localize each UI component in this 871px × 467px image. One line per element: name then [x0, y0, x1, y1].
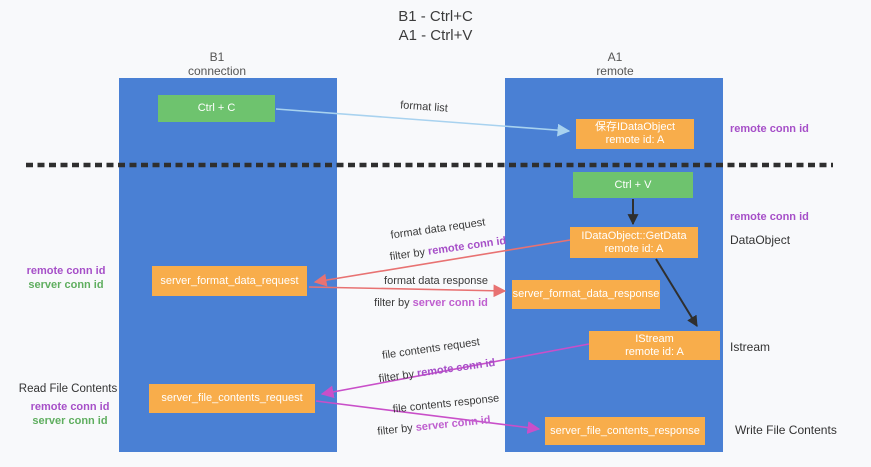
node-ctrl-v-label: Ctrl + V [614, 178, 652, 191]
node-ctrl-v: Ctrl + V [573, 172, 693, 198]
node-sfcres-label: server_file_contents_response [550, 424, 700, 437]
node-sfcreq-label: server_file_contents_request [161, 392, 303, 404]
node-istream: IStream remote id: A [589, 331, 720, 360]
node-idataobject-getdata: IDataObject::GetData remote id: A [570, 227, 698, 258]
filter-by-text: filter by [374, 297, 413, 309]
filter-by-text: filter by [376, 421, 417, 438]
label-dataobject: DataObject [730, 233, 791, 247]
column-b1-role: connection [187, 64, 247, 78]
node-save-line1: 保存IDataObject [594, 121, 676, 133]
label-istream: Istream [730, 340, 771, 354]
label-file-contents-request: file contents request [381, 336, 481, 362]
column-a1-name: A1 [607, 50, 623, 64]
label-format-data-request: format data request [389, 216, 487, 242]
node-server-format-data-response: server_format_data_response [512, 280, 660, 309]
label-remote-conn-id-left-1: remote conn id [26, 265, 106, 277]
node-istream-line1: IStream [635, 332, 674, 345]
node-sfdres-label: server_format_data_response [512, 288, 660, 300]
node-sfdreq-label: server_format_data_request [160, 274, 299, 287]
label-conn-ids-format-left: remote conn id server conn id [14, 264, 118, 292]
label-server-conn-id-left-2: server conn id [32, 415, 108, 427]
column-header-a1: A1 remote [515, 50, 715, 78]
label-filter-by-server-2: filter by server conn id [377, 414, 491, 438]
filter-server-conn-id: server conn id [415, 414, 492, 434]
node-ctrl-c: Ctrl + C [158, 95, 275, 122]
column-header-b1: B1 connection [117, 50, 317, 78]
title-line-2: A1 - Ctrl+V [398, 27, 473, 44]
filter-by-text: filter by [389, 245, 429, 264]
node-getdata-line2: remote id: A [604, 242, 664, 255]
node-istream-line2: remote id: A [625, 345, 684, 358]
node-ctrl-c-label: Ctrl + C [197, 102, 236, 114]
filter-by-text: filter by [378, 367, 418, 386]
label-read-file-contents: Read File Contents [18, 383, 118, 395]
label-filter-by-server-1: filter by server conn id [374, 297, 488, 309]
format-data-response-arrow [308, 284, 507, 298]
title-line-1: B1 - Ctrl+C [398, 8, 473, 25]
node-getdata-line1: IDataObject::GetData [581, 229, 687, 242]
node-save-line2: remote id: A [605, 134, 665, 146]
filter-remote-conn-id: remote conn id [416, 356, 496, 380]
label-remote-conn-id-mid-right: remote conn id [730, 211, 809, 223]
diagram-title: B1 - Ctrl+C A1 - Ctrl+V [0, 7, 871, 45]
label-write-file-contents: Write File Contents [735, 423, 837, 437]
label-file-contents-response: file contents response [392, 392, 500, 416]
node-save-idataobject: 保存IDataObject remote id: A [576, 119, 694, 149]
node-server-file-contents-response: server_file_contents_response [545, 417, 705, 445]
node-server-file-contents-request: server_file_contents_request [149, 384, 315, 413]
label-format-list: format list [399, 99, 449, 115]
column-b1-name: B1 [209, 50, 225, 64]
filter-remote-conn-id: remote conn id [427, 234, 507, 258]
label-server-conn-id-left-1: server conn id [28, 279, 104, 291]
label-conn-ids-file-left: remote conn id server conn id [18, 400, 122, 428]
filter-server-conn-id: server conn id [412, 297, 488, 309]
column-a1-role: remote [596, 64, 634, 78]
label-format-data-response: format data response [384, 275, 488, 287]
label-remote-conn-id-top-right: remote conn id [730, 123, 809, 135]
label-remote-conn-id-left-2: remote conn id [30, 401, 110, 413]
node-server-format-data-request: server_format_data_request [152, 266, 307, 296]
label-filter-by-remote-2: filter by remote conn id [378, 357, 496, 385]
